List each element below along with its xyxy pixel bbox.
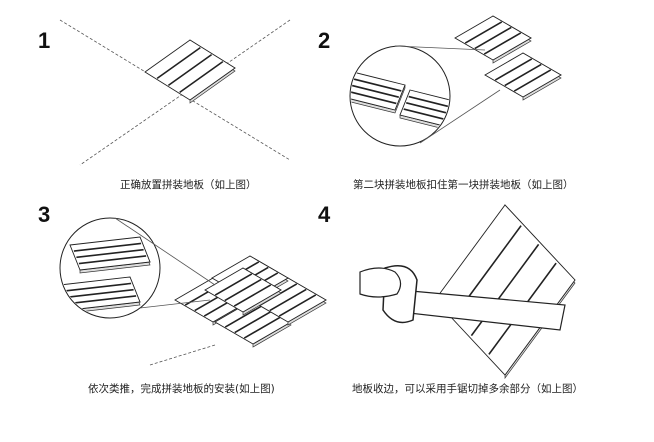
- tile-slat-gap: [504, 63, 542, 87]
- magnify-line: [114, 217, 216, 286]
- tile-slat-gap: [406, 102, 449, 118]
- floor-tile-first: [454, 15, 532, 64]
- magnify-line: [139, 299, 211, 309]
- step-4-caption: 地板收边，可以采用手锯切掉多余部分（如上图）: [352, 383, 583, 395]
- tile-slat-gap: [63, 282, 132, 292]
- tile-slat-gap: [269, 288, 307, 312]
- hand-saw: [359, 265, 566, 331]
- tile-slat-gap: [179, 60, 224, 94]
- tile-slat-gap: [494, 58, 533, 81]
- tile-slat-gap: [156, 46, 201, 80]
- floor-tile-second: [484, 52, 562, 101]
- magnified-tile: [61, 276, 141, 314]
- magnify-line: [419, 89, 501, 144]
- tile-slat-gap: [68, 295, 137, 305]
- tile-slat-gap: [351, 82, 399, 98]
- magnified-tile: [399, 89, 449, 134]
- tile-slat-gap: [66, 288, 134, 299]
- tile-slat-gap: [464, 21, 503, 44]
- large-floor-tile: [434, 204, 576, 380]
- tile-slat-gap: [474, 26, 512, 50]
- magnified-joint: [61, 236, 151, 314]
- guide-line-dashed: [149, 344, 216, 366]
- tile-slat-gap: [214, 273, 253, 296]
- step-3-caption: 依次类推，完成拼装地板的安装(如上图): [88, 383, 275, 395]
- step-1-caption: 正确放置拼装地板（如上图）: [120, 179, 257, 191]
- tile-slat-gap: [351, 88, 397, 105]
- tile-slat-gap: [513, 69, 552, 92]
- tile-slat-gap: [243, 316, 282, 339]
- magnify-line: [394, 45, 486, 51]
- tile-slat-gap: [167, 53, 213, 87]
- tile-slat-gap: [278, 294, 317, 317]
- hand: [359, 267, 402, 298]
- tile-slat-gap: [233, 284, 272, 307]
- step-1-number: 1: [38, 28, 51, 53]
- tile-slat-gap: [224, 278, 262, 302]
- step-4-number: 4: [318, 202, 331, 227]
- step-3-number: 3: [38, 202, 51, 227]
- tile-slat-gap: [73, 242, 142, 252]
- tile-slat-gap: [408, 95, 449, 112]
- tile-edge: [399, 104, 449, 134]
- tile-slat-gap: [224, 305, 263, 328]
- floor-tile-top: [204, 267, 282, 316]
- step-2-number: 2: [318, 28, 331, 53]
- floor-tile: [144, 39, 236, 104]
- tile-slat-gap: [234, 310, 272, 334]
- step-2-caption: 第二块拼装地板扣住第一块拼装地板（如上图）: [353, 179, 574, 191]
- tile-slat-gap: [78, 255, 147, 265]
- tile-slat-gap: [403, 108, 449, 125]
- tile-slat-gap: [483, 32, 522, 55]
- magnified-tile: [69, 236, 151, 274]
- tile-slat-gap: [76, 248, 144, 259]
